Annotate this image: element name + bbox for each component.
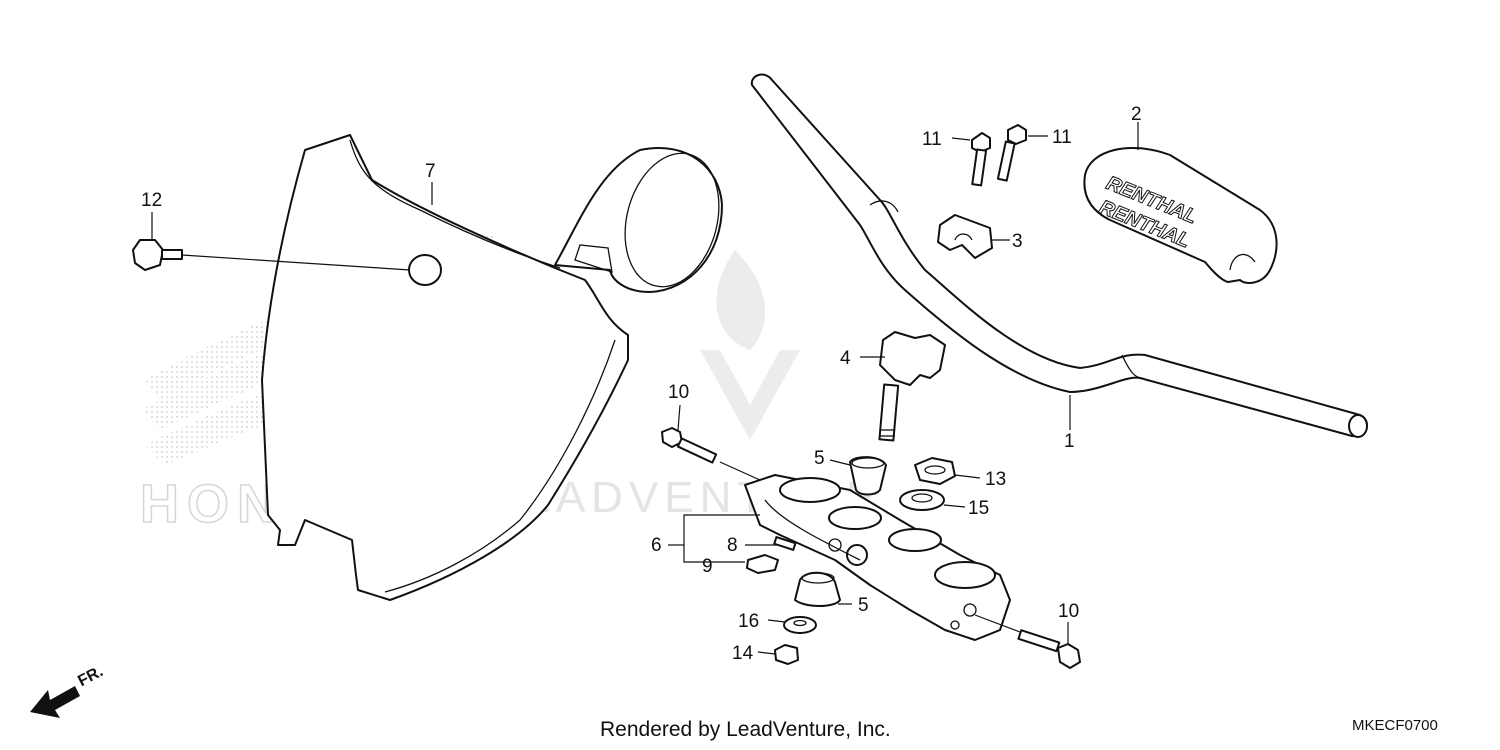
callout-4: 4 — [840, 348, 851, 369]
callout-11-right: 11 — [1052, 127, 1072, 148]
callout-7: 7 — [425, 161, 436, 182]
callout-10-upper: 10 — [668, 382, 689, 403]
callout-10-lower: 10 — [1058, 601, 1079, 622]
bolt-part-10-upper[interactable] — [661, 427, 761, 481]
front-arrow-icon — [30, 686, 80, 718]
leader-lines — [151, 122, 1139, 655]
nut-part-13[interactable] — [914, 457, 956, 485]
callout-9: 9 — [702, 556, 713, 577]
washer-part-16[interactable] — [783, 616, 817, 634]
callout-5-upper: 5 — [814, 448, 825, 469]
callout-1: 1 — [1064, 431, 1075, 452]
callout-8: 8 — [727, 535, 738, 556]
top-bridge-part-6[interactable] — [744, 474, 1011, 641]
callout-11-left: 11 — [922, 129, 942, 150]
callout-numbers: 1 2 3 4 5 5 6 7 8 9 10 10 11 11 12 13 14… — [141, 104, 1142, 664]
callout-13: 13 — [985, 469, 1006, 490]
bolt-part-11-right[interactable] — [996, 124, 1027, 182]
callout-14: 14 — [732, 643, 754, 664]
rubber-part-5-upper[interactable] — [849, 456, 887, 496]
callout-6: 6 — [651, 535, 662, 556]
part-9[interactable] — [746, 554, 779, 574]
leadventure-logo-watermark — [700, 250, 800, 440]
callout-16: 16 — [738, 611, 759, 632]
callout-12: 12 — [141, 190, 162, 211]
rubber-part-5-lower[interactable] — [794, 571, 841, 607]
number-plate-part-7[interactable] — [261, 134, 733, 601]
part-8[interactable] — [773, 536, 797, 551]
callout-2: 2 — [1131, 104, 1142, 125]
callout-3: 3 — [1012, 231, 1023, 252]
handlebar-holder-part-4[interactable] — [878, 331, 946, 442]
bolt-part-11-left[interactable] — [971, 132, 991, 187]
washer-part-15[interactable] — [899, 489, 945, 511]
handlebar-part-1[interactable] — [750, 73, 1368, 438]
diagram-code: MKECF0700 — [1352, 717, 1438, 734]
bolt-part-12[interactable] — [132, 239, 411, 271]
footer-credit: Rendered by LeadVenture, Inc. — [600, 718, 891, 741]
callout-15: 15 — [968, 498, 989, 519]
upper-clamp-part-3[interactable] — [937, 214, 993, 259]
renthal-pad-part-2[interactable]: RENTHAL RENTHAL — [1083, 147, 1278, 284]
callout-5-lower: 5 — [858, 595, 869, 616]
nut-part-14[interactable] — [774, 644, 799, 665]
